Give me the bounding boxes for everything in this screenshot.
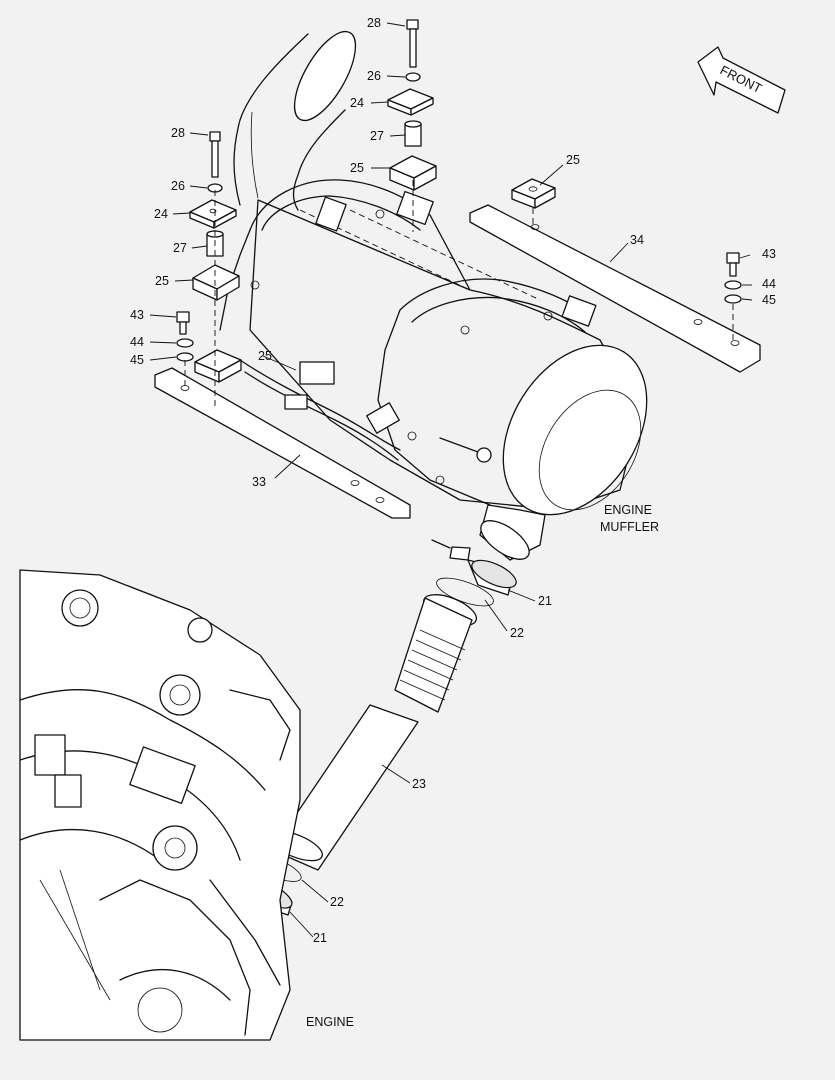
callout-25: 25 [566, 153, 580, 167]
callout-43: 43 [762, 247, 776, 261]
callout-22: 22 [330, 895, 344, 909]
callout-25: 25 [350, 161, 364, 175]
callout-27: 27 [173, 241, 187, 255]
sensor-harness [239, 359, 401, 461]
callout-25: 25 [155, 274, 169, 288]
callout-28: 28 [171, 126, 185, 140]
callout-21: 21 [538, 594, 552, 608]
callout-45: 45 [130, 353, 144, 367]
mounting-plate-33 [154, 367, 411, 519]
clamp-21-upper [431, 539, 517, 607]
engine-muffler-label-line2: MUFFLER [600, 520, 659, 534]
callout-22: 22 [510, 626, 524, 640]
mounting-plate-34 [469, 204, 761, 373]
callout-labels: 28 26 24 27 25 25 34 43 44 45 28 26 24 2… [130, 16, 776, 945]
callout-24: 24 [350, 96, 364, 110]
leader-lines [149, 22, 753, 938]
callout-28: 28 [367, 16, 381, 30]
callout-44: 44 [762, 277, 776, 291]
engine-label: ENGINE [306, 1015, 354, 1029]
exhaust-stack [233, 30, 357, 211]
left-mount-hardware [176, 131, 242, 410]
callout-26: 26 [367, 69, 381, 83]
callout-45: 45 [762, 293, 776, 307]
callout-24: 24 [154, 207, 168, 221]
callout-44: 44 [130, 335, 144, 349]
engine-muffler-label-line1: ENGINE [604, 503, 652, 517]
right-mount-hardware [511, 178, 742, 342]
callout-27: 27 [370, 129, 384, 143]
engine-muffler [219, 179, 648, 561]
callout-23: 23 [412, 777, 426, 791]
callout-21: 21 [313, 931, 327, 945]
callout-33: 33 [252, 475, 266, 489]
engine [19, 569, 301, 1041]
center-mount-hardware [387, 19, 437, 232]
front-arrow: FRONT [697, 46, 786, 114]
callout-25: 25 [258, 349, 272, 363]
callout-43: 43 [130, 308, 144, 322]
callout-34: 34 [630, 233, 644, 247]
callout-26: 26 [171, 179, 185, 193]
